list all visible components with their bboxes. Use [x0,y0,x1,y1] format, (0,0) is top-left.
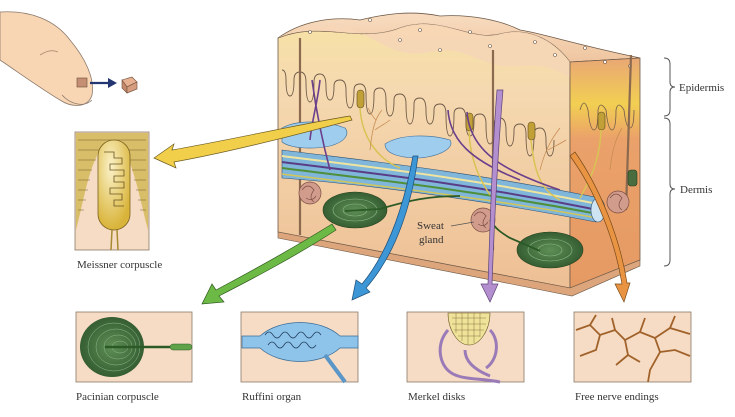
meissner-in-skin [356,89,606,141]
merkel-arrow [480,89,504,303]
free-endings-in-skin [367,107,623,171]
pacinian-panel [75,311,193,383]
ruffini-label: Ruffini organ [242,391,302,403]
finger-illustration [0,11,138,106]
pacinian-arrow [201,223,337,305]
meissner-arrow [153,115,353,169]
pacinian-in-skin [322,191,584,269]
meissner-panel [74,131,150,251]
free-endings-label: Free nerve endings [575,391,659,403]
dermis-brace [663,117,676,267]
sweat-glands [298,181,630,233]
merkel-label: Merkel disks [408,391,465,403]
ruffini-arrow [351,155,419,301]
sweat-label-line2: gland [419,234,444,246]
pacinian-label: Pacinian corpuscle [76,391,159,403]
skin-pores [308,18,632,68]
sweat-label-line1: Sweat [417,220,444,232]
callout-arrows [153,89,631,305]
dermis-label: Dermis [680,184,712,196]
layer-braces [663,57,676,267]
epidermis-brace [663,57,676,117]
nerve-vessel-bundle [281,149,606,223]
ruffini-panel [240,311,359,384]
skin-sample-hole [76,77,88,88]
sweat-gland-leader [450,221,475,227]
skin-block [277,12,641,297]
free-endings-panel [573,311,692,383]
epidermis-label: Epidermis [679,82,724,94]
meissner-label: Meissner corpuscle [77,259,162,271]
free-endings-arrow [569,151,631,303]
epidermis-dermis-boundary [281,69,555,157]
merkel-panel [406,311,525,384]
